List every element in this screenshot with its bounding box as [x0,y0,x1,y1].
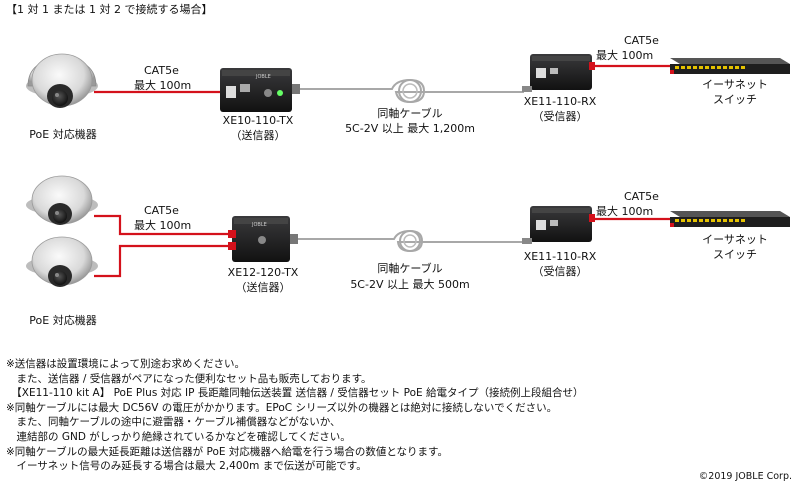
switch-label: スイッチ [713,93,757,106]
camera-label: PoE 対応機器 [29,314,97,327]
transmitter-role-label: （送信器） [235,281,291,294]
transmitter-model-label: XE10-110-TX [222,114,294,127]
coax-cable-top [300,78,524,104]
receiver-role-label: （受信器） [532,110,588,123]
cat5e-cable-bottom-left-1 [94,214,232,236]
transmitter-device-icon: JOBLE [220,68,300,112]
coax-label: 同軸ケーブル [377,107,443,120]
switch-label: スイッチ [713,248,757,261]
note-line: また、同軸ケーブルの途中に避雷器・ケーブル補償器などがないか、 [6,416,341,429]
ethernet-switch-icon [670,58,790,74]
svg-text:JOBLE: JOBLE [255,74,271,80]
switch-label: イーサネット [702,78,768,91]
cable-type-label: CAT5e [624,190,659,203]
cable-length-label: 最大 100m [134,219,192,232]
svg-text:JOBLE: JOBLE [251,222,267,228]
receiver-device-icon [522,54,595,92]
switch-label: イーサネット [702,233,768,246]
cable-type-label: CAT5e [144,64,179,77]
transmitter-device-icon: JOBLE [228,216,298,262]
note-line: イーサネット信号のみ延長する場合は最大 2,400m まで伝送が可能です。 [6,460,367,473]
page-heading: 【1 対 1 または 1 対 2 で接続する場合】 [6,3,213,16]
cable-type-label: CAT5e [624,34,659,47]
notes-block: ※送信器は設置環境によって別途お求めください。 また、送信器 / 受信器がペアに… [6,357,584,474]
cable-length-label: 最大 100m [134,79,192,92]
transmitter-model-label: XE12-120-TX [227,266,299,279]
ethernet-switch-icon [670,211,790,227]
receiver-model-label: XE11-110-RX [523,95,597,108]
cat5e-cable-bottom-left-2 [94,244,232,278]
coax-spec-label: 5C-2V 以上 最大 1,200m [345,122,475,135]
copyright: ©2019 JOBLE Corp. [698,471,792,482]
coax-spec-label: 5C-2V 以上 最大 500m [350,278,470,291]
cable-length-label: 最大 100m [596,49,654,62]
coax-cable-bottom [298,229,524,253]
camera-label: PoE 対応機器 [29,128,97,141]
dome-camera-icon [26,53,98,108]
receiver-device-icon [522,206,595,244]
cable-type-label: CAT5e [144,204,179,217]
coax-label: 同軸ケーブル [377,262,443,275]
note-line: ※同軸ケーブルの最大延長距離は送信器が PoE 対応機器へ給電を行う場合の数値と… [6,445,448,458]
note-line: 連結部の GND がしっかり絶縁されているかなどを確認してください。 [6,430,351,443]
note-line: 【XE11-110 kit A】 PoE Plus 対応 IP 長距離同軸伝送装… [6,387,584,400]
cable-length-label: 最大 100m [596,205,654,218]
dome-camera-icon [26,175,98,225]
note-line: ※同軸ケーブルには最大 DC56V の電圧がかかります。EPoC シリーズ以外の… [6,401,558,414]
note-line: また、送信器 / 受信器がペアになった便利なセット品も販売しております。 [6,372,372,385]
transmitter-role-label: （送信器） [230,129,286,142]
receiver-role-label: （受信器） [532,265,588,278]
note-line: ※送信器は設置環境によって別途お求めください。 [6,358,245,370]
dome-camera-icon [26,236,98,287]
receiver-model-label: XE11-110-RX [523,250,597,263]
